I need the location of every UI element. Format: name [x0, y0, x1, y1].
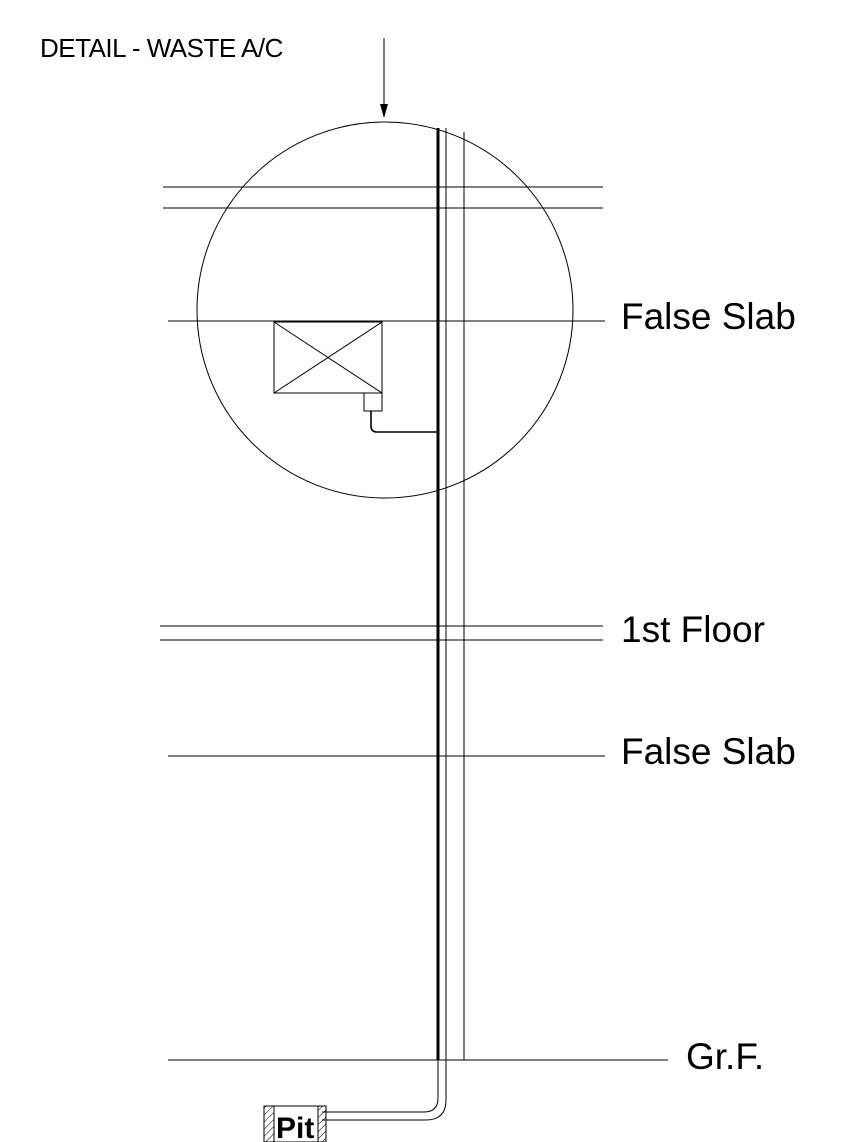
title-leader-arrow [380, 38, 388, 118]
pit-chamber [263, 1105, 327, 1142]
pit-pipe-outer [322, 1060, 447, 1121]
first-floor-label: 1st Floor [621, 609, 765, 650]
ground-floor-label: Gr.F. [686, 1036, 764, 1077]
pit-pipe-inner [322, 1060, 439, 1113]
drain-outlet [363, 392, 383, 412]
first-floor-lines [160, 625, 603, 641]
false-slab-lower-label: False Slab [621, 731, 796, 772]
upper-slab-lines [163, 186, 603, 209]
detail-circle [196, 121, 574, 499]
false-slab-upper-label: False Slab [621, 296, 796, 337]
pit-label: Pit [276, 1112, 314, 1142]
drawing-title: DETAIL - WASTE A/C [40, 33, 283, 63]
drain-pipe [370, 411, 438, 433]
ac-unit-box [273, 321, 383, 394]
